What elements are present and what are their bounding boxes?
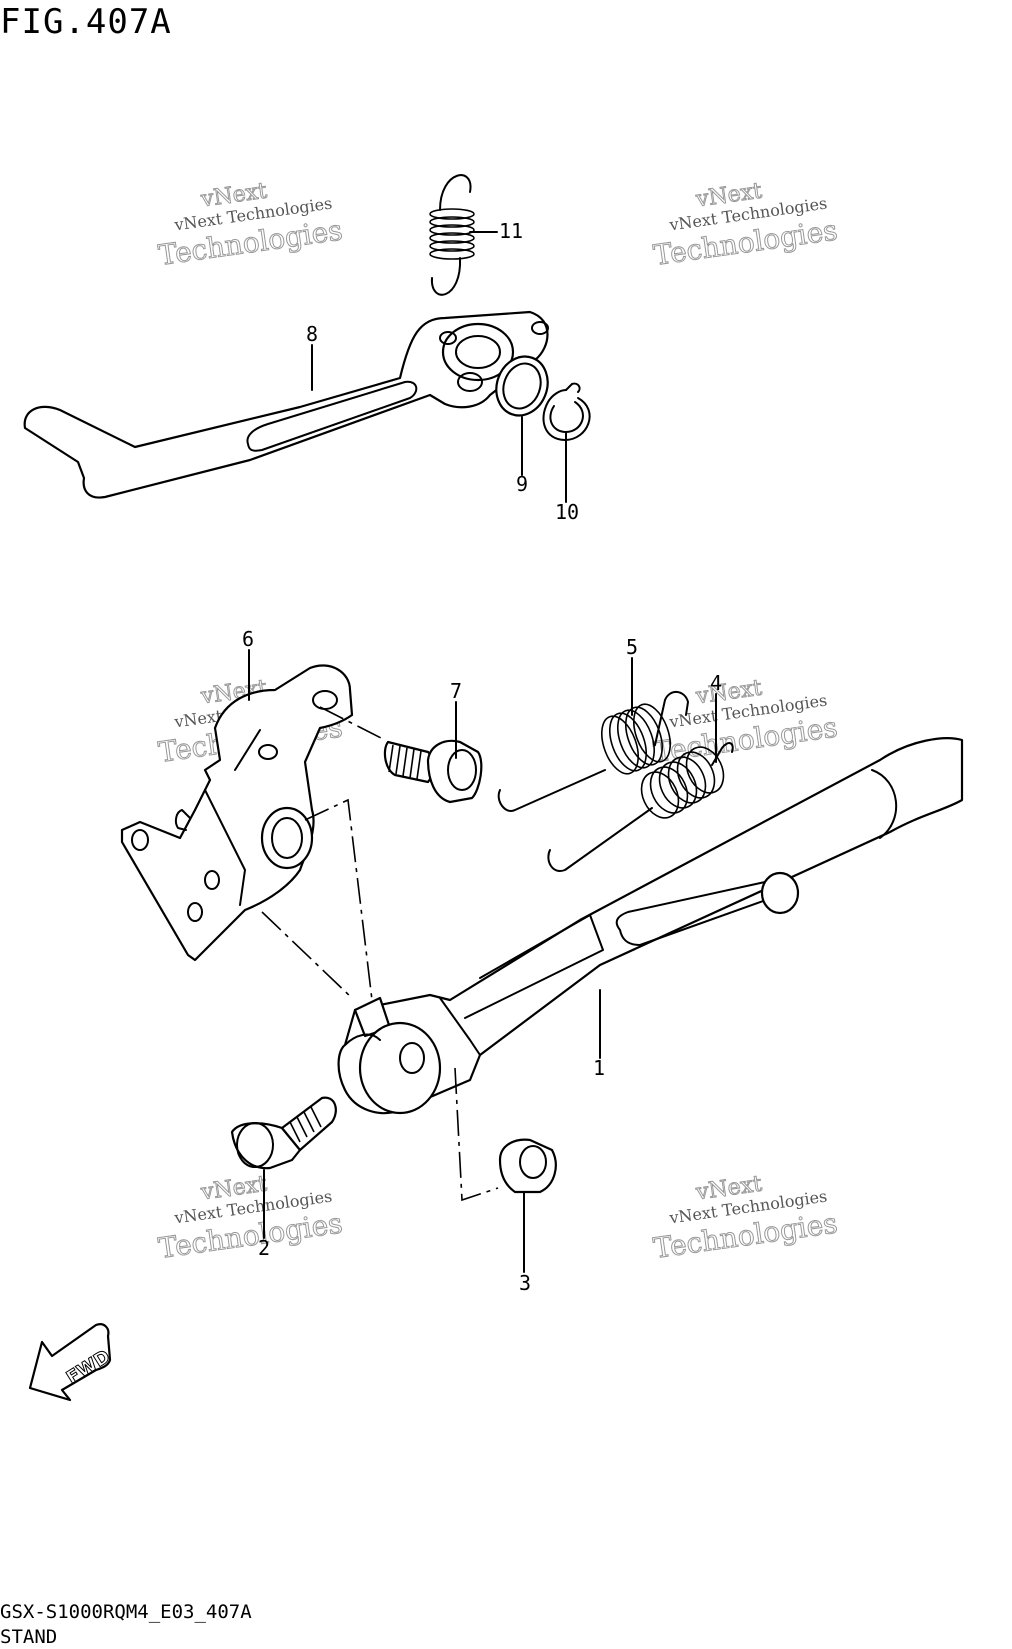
callout-10: 10: [555, 500, 579, 524]
part-1-side-stand[interactable]: [337, 737, 964, 1115]
watermark-bottom-left: vNext Technologies vNext Technologies: [156, 1171, 345, 1265]
callout-4: 4: [710, 671, 722, 695]
fwd-arrow-icon: FWD: [28, 1323, 114, 1402]
section-name: STAND: [0, 1626, 58, 1648]
assembly-lines: [261, 706, 499, 1202]
callout-5: 5: [626, 635, 638, 659]
callout-7: 7: [450, 679, 462, 703]
watermark-top-right: vNext Technologies vNext Technologies: [651, 178, 840, 272]
part-8-lever[interactable]: [23, 310, 549, 499]
callout-11: 11: [499, 219, 523, 243]
part-11-spring[interactable]: [429, 174, 475, 296]
callout-6: 6: [242, 627, 254, 651]
callout-8: 8: [306, 322, 318, 346]
callout-1: 1: [593, 1056, 605, 1080]
watermark-top-left: vNext Technologies vNext Technologies: [156, 178, 345, 272]
part-2-pivot-bolt[interactable]: [230, 1096, 337, 1170]
model-code: GSX-S1000RQM4_E03_407A: [0, 1601, 252, 1623]
part-10-circlip[interactable]: [542, 382, 591, 441]
part-3-nut[interactable]: [498, 1138, 557, 1194]
callout-3: 3: [519, 1271, 531, 1295]
callout-2: 2: [258, 1236, 270, 1260]
leader-lines: [248, 231, 717, 1273]
part-6-bracket[interactable]: [120, 664, 354, 962]
callout-labels: 1 2 3 4 5 6 7 8 9 10 11: [242, 219, 722, 1295]
callout-9: 9: [516, 472, 528, 496]
figure-title: FIG.407A: [0, 2, 172, 42]
part-7-bolt[interactable]: [383, 739, 483, 804]
part-4-spring[interactable]: [547, 741, 734, 872]
part-9-washer[interactable]: [488, 349, 556, 422]
watermark-bottom-right: vNext Technologies vNext Technologies: [651, 1171, 840, 1265]
watermark-mid-right: vNext Technologies vNext Technologies: [651, 675, 840, 769]
part-5-spring[interactable]: [497, 691, 689, 812]
